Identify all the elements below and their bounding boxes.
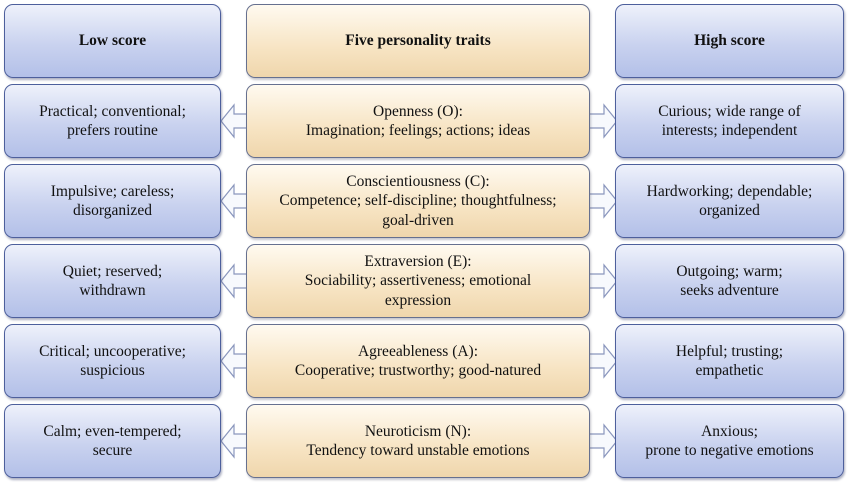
trait-box: Conscientiousness (C): Competence; self-d… bbox=[246, 164, 590, 238]
low-line: Calm; even-tempered; bbox=[43, 422, 182, 440]
right-arrow-icon bbox=[587, 343, 618, 379]
left-arrow-icon bbox=[220, 183, 249, 219]
traits-header: Five personality traits bbox=[246, 4, 590, 78]
low-score-box: Practical; conventional; prefers routine bbox=[4, 84, 221, 158]
high-score-box: Curious; wide range of interests; indepen… bbox=[615, 84, 844, 158]
low-line: secure bbox=[92, 442, 133, 459]
high-line: Anxious; bbox=[701, 422, 758, 440]
low-score-box: Impulsive; careless; disorganized bbox=[4, 164, 221, 238]
trait-line: Competence; self-discipline; thoughtfuln… bbox=[279, 192, 557, 210]
high-score-box-text: Outgoing; warm; seeks adventure bbox=[676, 262, 782, 301]
low-score-box-text: Calm; even-tempered; secure bbox=[43, 422, 181, 461]
trait-box: Agreeableness (A): Cooperative; trustwort… bbox=[246, 324, 590, 398]
trait-line: expression bbox=[384, 291, 452, 309]
left-arrow-icon bbox=[220, 423, 249, 459]
trait-box-text: Neuroticism (N): Tendency toward unstable… bbox=[306, 422, 529, 461]
low-line: Impulsive; careless; bbox=[50, 182, 175, 200]
trait-line: Extraversion (E): bbox=[364, 252, 472, 270]
low-line: Quiet; reserved; bbox=[62, 262, 163, 280]
right-arrow-icon bbox=[587, 423, 618, 459]
high-line: prone to negative emotions bbox=[645, 442, 814, 459]
high-line: empathetic bbox=[695, 362, 764, 379]
low-score-box: Critical; uncooperative; suspicious bbox=[4, 324, 221, 398]
trait-box: Extraversion (E): Sociability; assertiven… bbox=[246, 244, 590, 318]
high-score-box-text: Anxious; prone to negative emotions bbox=[645, 422, 813, 461]
trait-line: Cooperative; trustworthy; good-natured bbox=[294, 362, 542, 379]
low-score-box-text: Quiet; reserved; withdrawn bbox=[63, 262, 162, 301]
low-line: suspicious bbox=[80, 362, 145, 379]
low-score-box-text: Practical; conventional; prefers routine bbox=[39, 102, 186, 141]
high-score-box: Helpful; trusting; empathetic bbox=[615, 324, 844, 398]
high-line: Helpful; trusting; bbox=[675, 342, 784, 360]
trait-box-text: Conscientiousness (C): Competence; self-d… bbox=[279, 172, 556, 230]
right-arrow-icon bbox=[587, 183, 618, 219]
high-score-box-text: Hardworking; dependable; organized bbox=[647, 182, 813, 221]
low-line: disorganized bbox=[73, 202, 152, 219]
trait-box: Openness (O): Imagination; feelings; acti… bbox=[246, 84, 590, 158]
trait-line: Agreeableness (A): bbox=[357, 342, 479, 360]
trait-box-text: Agreeableness (A): Cooperative; trustwort… bbox=[295, 342, 541, 381]
left-arrow-icon bbox=[220, 103, 249, 139]
high-line: organized bbox=[699, 202, 760, 219]
trait-line: Neuroticism (N): bbox=[364, 422, 472, 440]
low-score-header: Low score bbox=[4, 4, 221, 78]
low-score-box: Quiet; reserved; withdrawn bbox=[4, 244, 221, 318]
high-line: interests; independent bbox=[661, 122, 798, 139]
left-arrow-icon bbox=[220, 263, 249, 299]
trait-box-text: Openness (O): Imagination; feelings; acti… bbox=[306, 102, 530, 141]
trait-box-text: Extraversion (E): Sociability; assertiven… bbox=[305, 252, 531, 310]
low-score-box-text: Impulsive; careless; disorganized bbox=[51, 182, 175, 221]
low-line: Critical; uncooperative; bbox=[39, 342, 186, 360]
trait-line: Sociability; assertiveness; emotional bbox=[304, 272, 532, 290]
low-line: prefers routine bbox=[67, 122, 158, 139]
high-line: Outgoing; warm; bbox=[676, 262, 783, 280]
low-line: withdrawn bbox=[79, 282, 146, 299]
trait-line: Imagination; feelings; actions; ideas bbox=[305, 122, 531, 139]
trait-line: Tendency toward unstable emotions bbox=[306, 442, 530, 459]
trait-line: goal-driven bbox=[382, 211, 454, 229]
trait-line: Openness (O): bbox=[373, 102, 463, 120]
high-line: Hardworking; dependable; bbox=[646, 182, 813, 200]
high-line: seeks adventure bbox=[680, 282, 779, 299]
low-score-box-text: Critical; uncooperative; suspicious bbox=[39, 342, 186, 381]
high-line: Curious; wide range of bbox=[658, 102, 801, 120]
low-score-box: Calm; even-tempered; secure bbox=[4, 404, 221, 478]
high-score-box: Hardworking; dependable; organized bbox=[615, 164, 844, 238]
trait-line: Conscientiousness (C): bbox=[346, 172, 490, 190]
high-score-box-text: Helpful; trusting; empathetic bbox=[676, 342, 783, 381]
high-score-box: Anxious; prone to negative emotions bbox=[615, 404, 844, 478]
left-arrow-icon bbox=[220, 343, 249, 379]
right-arrow-icon bbox=[587, 263, 618, 299]
low-line: Practical; conventional; bbox=[39, 102, 186, 120]
high-score-box: Outgoing; warm; seeks adventure bbox=[615, 244, 844, 318]
trait-box: Neuroticism (N): Tendency toward unstable… bbox=[246, 404, 590, 478]
right-arrow-icon bbox=[587, 103, 618, 139]
high-score-header: High score bbox=[615, 4, 844, 78]
high-score-box-text: Curious; wide range of interests; indepen… bbox=[658, 102, 800, 141]
